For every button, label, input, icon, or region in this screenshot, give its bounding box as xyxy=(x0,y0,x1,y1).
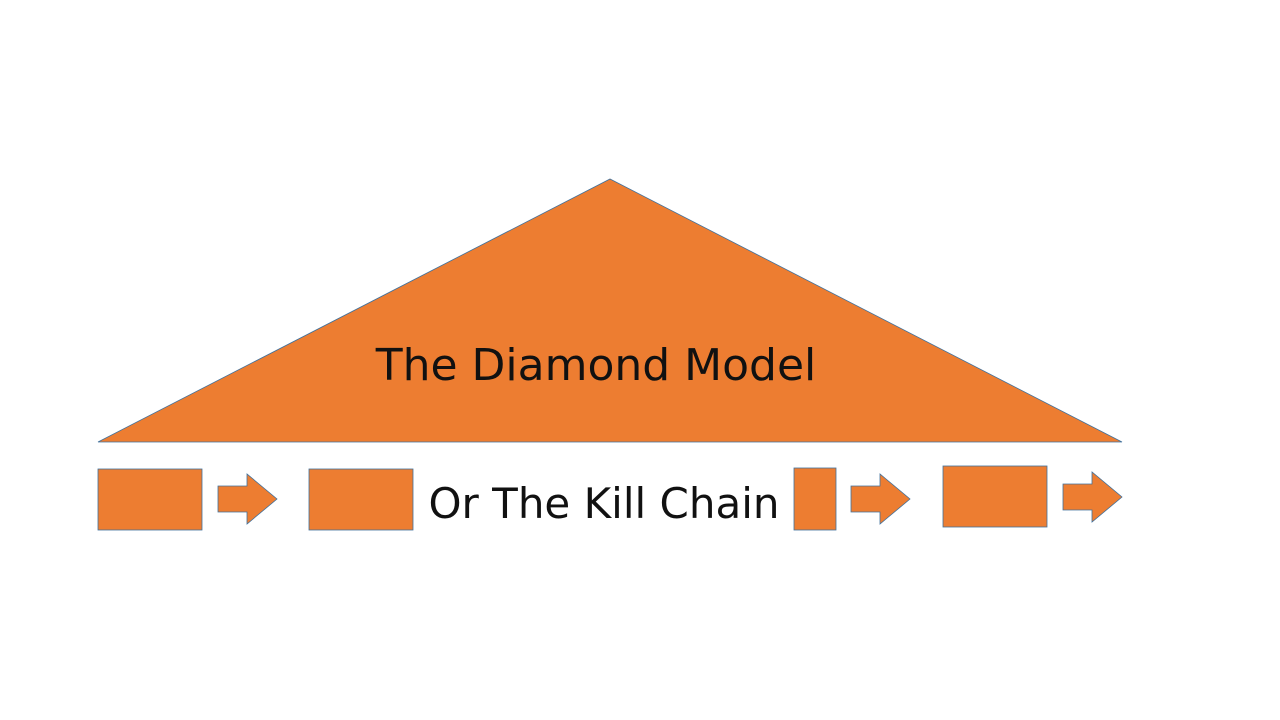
kill-chain-stage-box xyxy=(97,468,203,531)
diamond-model-triangle xyxy=(97,178,1123,443)
diamond-model-label: The Diamond Model xyxy=(375,340,817,391)
kill-chain-arrow xyxy=(850,473,911,525)
kill-chain-label: Or The Kill Chain xyxy=(428,479,779,528)
kill-chain-stage-box xyxy=(942,465,1048,528)
kill-chain-stage-box xyxy=(793,467,837,531)
kill-chain-arrow xyxy=(1062,471,1123,523)
kill-chain-stage-box xyxy=(308,468,414,531)
kill-chain-arrow xyxy=(217,473,278,525)
